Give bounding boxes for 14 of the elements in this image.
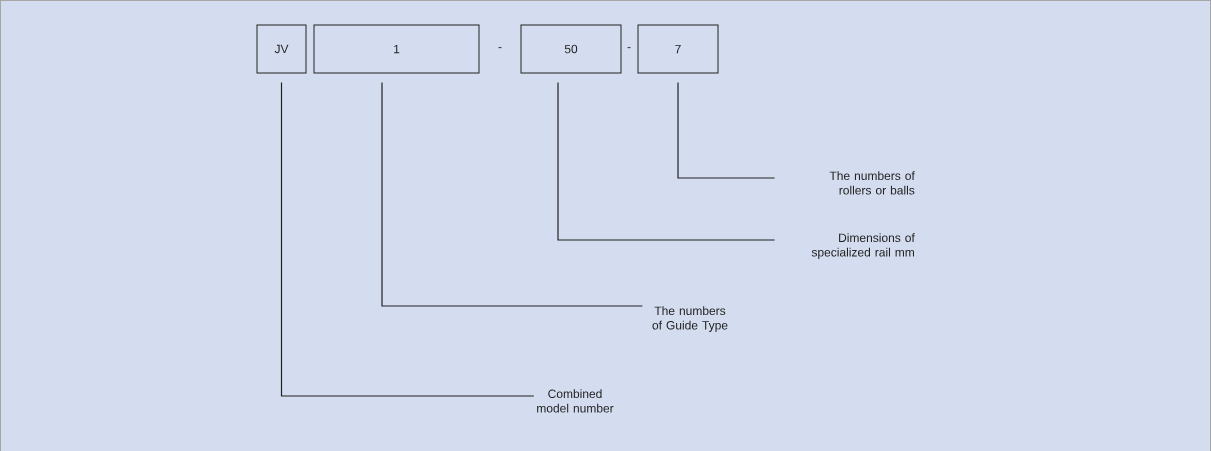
leader-line [280, 81, 535, 397]
description-text: The numbers of Guide Type [652, 306, 728, 332]
code-box: 50 [520, 24, 622, 74]
code-box: 1 [313, 24, 480, 74]
description-text: Dimensions of specialized rail mm [811, 233, 915, 259]
description-text: Combined model number [537, 389, 614, 413]
leader-line [557, 81, 776, 241]
description-text: The numbers of rollers or balls [829, 171, 915, 195]
separator-dash: - [498, 47, 502, 49]
code-box: 7 [637, 24, 719, 74]
leader-line [381, 81, 643, 307]
code-box: JV [256, 24, 307, 74]
leader-line [677, 81, 776, 179]
separator-dash: - [627, 47, 631, 49]
